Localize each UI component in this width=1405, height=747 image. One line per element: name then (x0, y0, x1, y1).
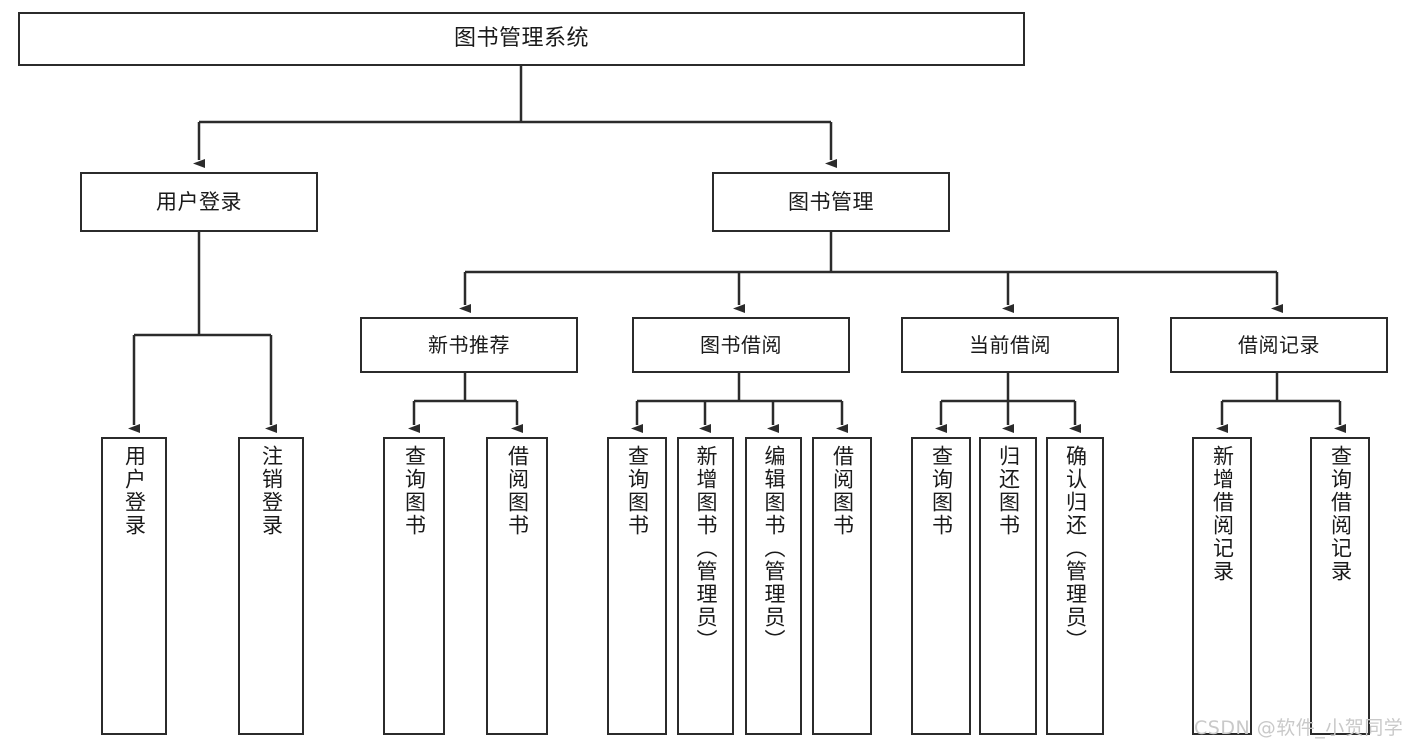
node-borrow-record[interactable]: 借阅记录 (1170, 317, 1388, 373)
node-new-book-recommend[interactable]: 新书推荐 (360, 317, 578, 373)
node-current-borrow[interactable]: 当前借阅 (901, 317, 1119, 373)
node-label: 编辑图书（管理员） (761, 445, 786, 652)
node-label: 图书管理系统 (453, 26, 589, 52)
node-label: 用户登录 (156, 189, 242, 214)
node-book-manage[interactable]: 图书管理 (712, 172, 950, 232)
node-leaf-query-book-recommend[interactable]: 查询图书 (383, 437, 445, 735)
node-label: 查询图书 (625, 445, 650, 537)
node-leaf-borrow-book[interactable]: 借阅图书 (812, 437, 872, 735)
node-label: 新书推荐 (428, 332, 510, 357)
node-leaf-add-book[interactable]: 新增图书（管理员） (677, 437, 734, 735)
node-label: 图书借阅 (700, 332, 782, 357)
edge-borrow-record-trunk (1222, 373, 1340, 403)
node-leaf-user-login[interactable]: 用户登录 (101, 437, 167, 735)
node-label: 用户登录 (122, 445, 147, 537)
node-leaf-add-borrow-record[interactable]: 新增借阅记录 (1192, 437, 1252, 735)
node-user-login[interactable]: 用户登录 (80, 172, 318, 232)
node-label: 确认归还（管理员） (1063, 445, 1088, 652)
node-leaf-confirm-return[interactable]: 确认归还（管理员） (1046, 437, 1104, 735)
node-label: 归还图书 (996, 445, 1021, 537)
edge-root-trunk (199, 66, 831, 124)
node-label: 查询借阅记录 (1328, 445, 1353, 583)
csdn-watermark: CSDN @软件_小贺同学 (1194, 717, 1404, 739)
node-label: 查询图书 (929, 445, 954, 537)
node-leaf-logout-login[interactable]: 注销登录 (238, 437, 304, 735)
edge-book-borrow-trunk (637, 373, 842, 403)
node-leaf-query-borrow-record[interactable]: 查询借阅记录 (1310, 437, 1370, 735)
node-leaf-query-book-borrow[interactable]: 查询图书 (607, 437, 667, 735)
node-label: 借阅图书 (830, 445, 855, 537)
node-leaf-borrow-book-recommend[interactable]: 借阅图书 (486, 437, 548, 735)
node-label: 图书管理 (788, 189, 874, 214)
node-leaf-query-book-current[interactable]: 查询图书 (911, 437, 971, 735)
node-book-borrow[interactable]: 图书借阅 (632, 317, 850, 373)
node-label: 新增图书（管理员） (693, 445, 718, 652)
edge-user-login-trunk (134, 232, 271, 337)
node-label: 查询图书 (402, 445, 427, 537)
node-label: 新增借阅记录 (1210, 445, 1235, 583)
node-label: 注销登录 (259, 445, 284, 537)
node-label: 借阅图书 (505, 445, 530, 537)
edge-book-manage-trunk (465, 232, 1277, 274)
edge-current-borrow-trunk (941, 373, 1075, 403)
node-book-management-system[interactable]: 图书管理系统 (18, 12, 1025, 66)
node-label: 借阅记录 (1238, 332, 1320, 357)
node-leaf-return-book[interactable]: 归还图书 (979, 437, 1037, 735)
edge-new-book-recommend-trunk (414, 373, 517, 403)
node-label: 当前借阅 (969, 332, 1051, 357)
node-leaf-edit-book[interactable]: 编辑图书（管理员） (745, 437, 802, 735)
